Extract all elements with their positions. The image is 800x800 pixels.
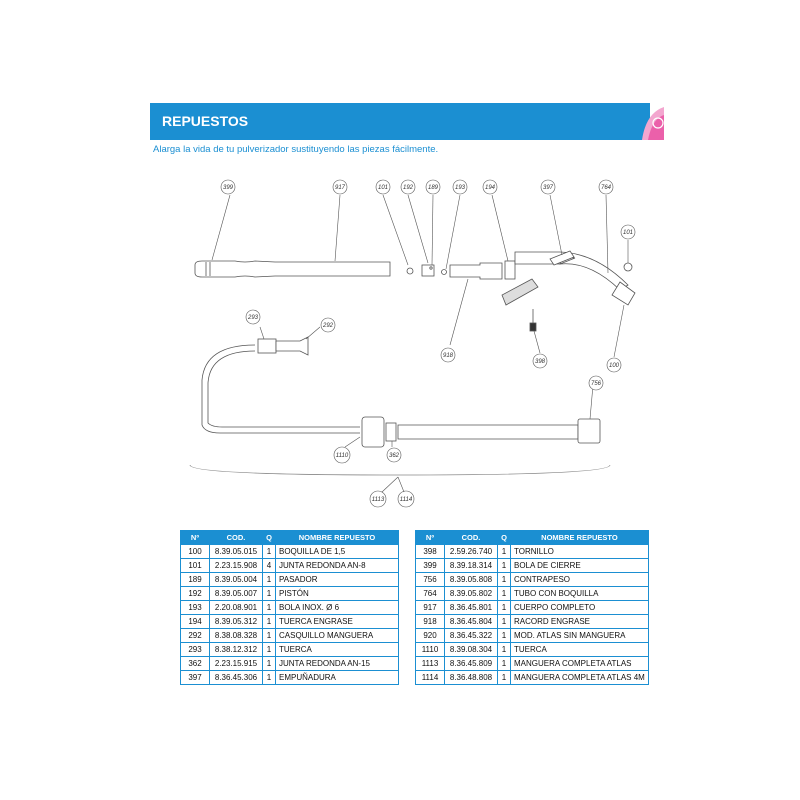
callout-362: 362 (386, 447, 402, 463)
header-part-name: NOMBRE REPUESTO (510, 530, 649, 545)
callout-917: 917 (332, 179, 348, 195)
svg-text:1113: 1113 (372, 497, 385, 503)
callout-399: 399 (220, 179, 236, 195)
callout-101b: 101 (620, 224, 636, 240)
lance-body (194, 250, 636, 332)
svg-text:189: 189 (428, 185, 439, 191)
callout-194: 194 (482, 179, 498, 195)
svg-text:398: 398 (535, 359, 546, 365)
svg-text:397: 397 (543, 185, 554, 191)
svg-text:917: 917 (335, 185, 346, 191)
hose-assembly (189, 336, 611, 476)
table-header-row: Nº COD. Q NOMBRE REPUESTO (180, 530, 399, 545)
callout-192: 192 (400, 179, 416, 195)
callout-756: 756 (588, 375, 604, 391)
header-number: Nº (415, 530, 445, 545)
svg-text:399: 399 (223, 185, 234, 191)
svg-text:918: 918 (443, 353, 454, 359)
callout-397: 397 (540, 179, 556, 195)
callout-189: 189 (425, 179, 441, 195)
callout-292: 292 (320, 317, 336, 333)
parts-diagram: 399 917 101 192 189 193 194 397 764 101 … (189, 179, 636, 508)
header-quantity: Q (262, 530, 276, 545)
callout-764: 764 (598, 179, 614, 195)
callout-1110: 1110 (333, 446, 351, 464)
svg-text:193: 193 (455, 185, 466, 191)
callout-1114: 1114 (397, 490, 415, 508)
header-code: COD. (444, 530, 498, 545)
section-banner: REPUESTOS (150, 103, 664, 140)
callout-398: 398 (532, 353, 548, 369)
header-code: COD. (209, 530, 263, 545)
callout-293: 293 (245, 309, 261, 325)
header-number: Nº (180, 530, 210, 545)
svg-text:292: 292 (322, 323, 334, 329)
decorative-swirl-icon (642, 107, 664, 140)
callout-918: 918 (440, 347, 456, 363)
svg-text:764: 764 (601, 185, 612, 191)
section-title: REPUESTOS (162, 113, 249, 129)
svg-text:100: 100 (609, 363, 620, 369)
svg-text:293: 293 (247, 315, 259, 321)
svg-text:1110: 1110 (336, 453, 349, 459)
callout-1113: 1113 (369, 490, 387, 508)
table-header-row: Nº COD. Q NOMBRE REPUESTO (415, 530, 649, 545)
svg-text:101: 101 (623, 230, 633, 236)
subtitle: Alarga la vida de tu pulverizador sustit… (153, 144, 439, 155)
callout-labels: 399 917 101 192 189 193 194 397 764 101 … (220, 179, 636, 508)
svg-text:194: 194 (485, 185, 496, 191)
svg-text:362: 362 (389, 453, 400, 459)
svg-text:756: 756 (591, 381, 602, 387)
svg-text:192: 192 (403, 185, 414, 191)
svg-text:1114: 1114 (400, 497, 413, 503)
header-part-name: NOMBRE REPUESTO (275, 530, 399, 545)
header-quantity: Q (497, 530, 511, 545)
callout-100: 100 (606, 357, 622, 373)
callout-101: 101 (375, 179, 391, 195)
svg-text:101: 101 (378, 185, 388, 191)
callout-193: 193 (452, 179, 468, 195)
